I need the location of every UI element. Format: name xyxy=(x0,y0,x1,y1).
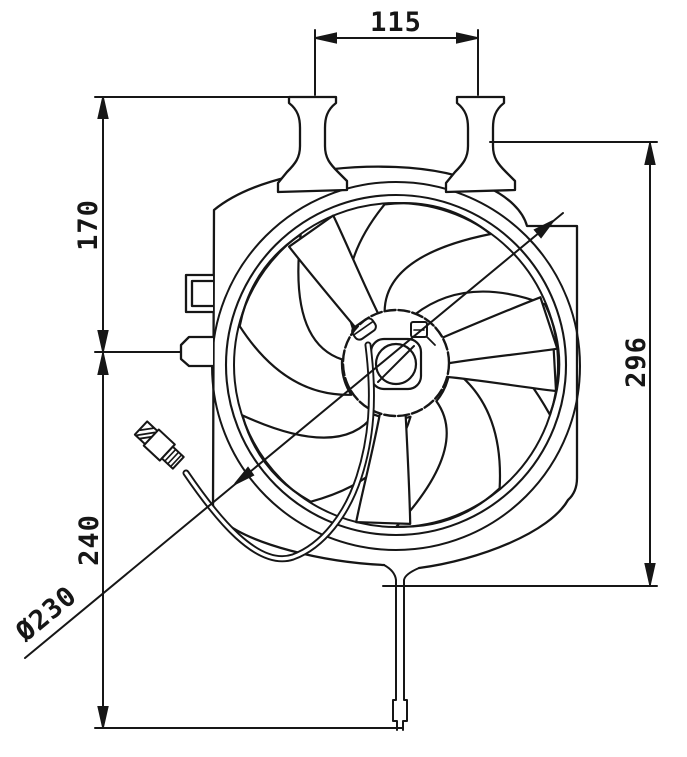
dimension-top-width xyxy=(314,29,479,96)
connector-plug xyxy=(133,420,185,470)
mounting-tab-lower xyxy=(179,335,215,368)
label-top-width: 115 xyxy=(370,7,422,38)
shaft-slash xyxy=(377,345,415,383)
dimension-upper-left-height xyxy=(94,96,290,353)
dimension-lower-left-height xyxy=(94,351,404,729)
mounting-foot-right xyxy=(444,95,517,194)
label-lower-left-height: 240 xyxy=(74,514,105,566)
dimension-fan-diameter-leader xyxy=(24,212,564,659)
label-upper-left-height: 170 xyxy=(73,199,104,251)
mounting-tab-upper xyxy=(184,273,215,314)
blade-ring-inner xyxy=(233,202,559,528)
shaft-bore xyxy=(374,342,418,386)
wire-harness xyxy=(182,341,375,563)
label-right-height: 296 xyxy=(621,336,652,388)
blade-ring-outer xyxy=(224,193,568,537)
label-fan-diameter-group: Ø230 xyxy=(9,580,83,649)
hub-clip-left xyxy=(351,317,377,341)
bottom-stem xyxy=(383,564,420,731)
label-fan-diameter: Ø230 xyxy=(9,580,83,649)
dimension-right-height xyxy=(382,141,658,587)
mounting-foot-left xyxy=(276,95,349,194)
